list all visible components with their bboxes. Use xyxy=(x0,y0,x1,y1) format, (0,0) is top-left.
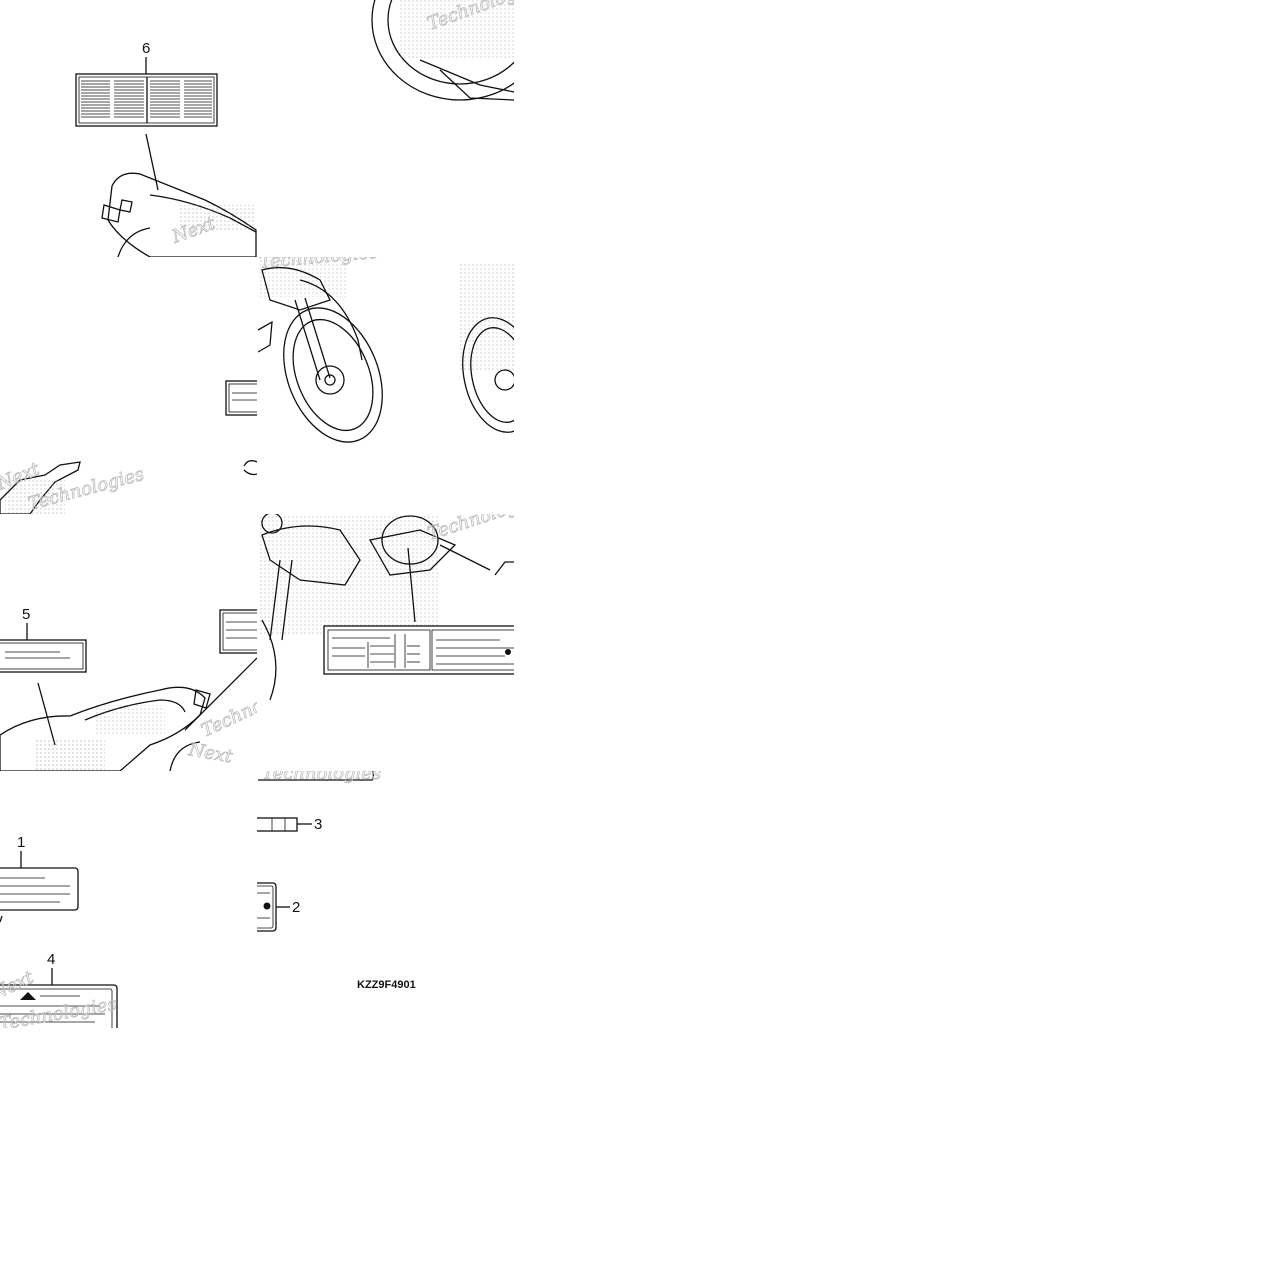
callout-3: 3 xyxy=(314,816,322,833)
callout-1: 1 xyxy=(17,834,25,851)
decal-3 xyxy=(257,817,298,832)
watermark: Technologies xyxy=(262,763,381,784)
callout-4: 4 xyxy=(47,951,55,968)
watermark: Technologies xyxy=(198,672,315,741)
decal-4 xyxy=(0,984,118,1028)
second-wheel xyxy=(458,262,514,433)
callout-2: 2 xyxy=(292,899,300,916)
seat-illustration xyxy=(101,172,257,257)
tile-label-6: 6 Next xyxy=(75,40,257,257)
watermark: Next xyxy=(186,739,235,768)
watermark: Technologies xyxy=(26,464,147,515)
decal-main xyxy=(323,625,514,675)
seat-illustration-2 xyxy=(0,686,211,771)
part-code: KZZ9F4901 xyxy=(357,979,416,991)
decal-1 xyxy=(0,867,79,911)
decal-6 xyxy=(75,73,218,127)
handlebar-sketch xyxy=(0,461,81,514)
tile-fork-decal: Next Technologies xyxy=(0,380,257,515)
callout-6: 6 xyxy=(142,40,150,57)
decal-5b xyxy=(219,609,257,654)
tile-label-1-4: 1 4 Next Technologies xyxy=(0,834,119,1028)
tile-bike-rear-top: Technologies xyxy=(371,0,514,101)
callout-5: 5 xyxy=(22,606,30,623)
tile-main-decal: Technologies xyxy=(258,488,545,701)
tile-label-2-3: Technologies 3 2 KZZ9F4901 xyxy=(257,763,416,991)
tile-front-wheel: Technologies xyxy=(257,257,514,443)
decal-2 xyxy=(257,882,277,932)
watermark: Technologies xyxy=(425,488,545,545)
decal-5 xyxy=(0,639,87,673)
